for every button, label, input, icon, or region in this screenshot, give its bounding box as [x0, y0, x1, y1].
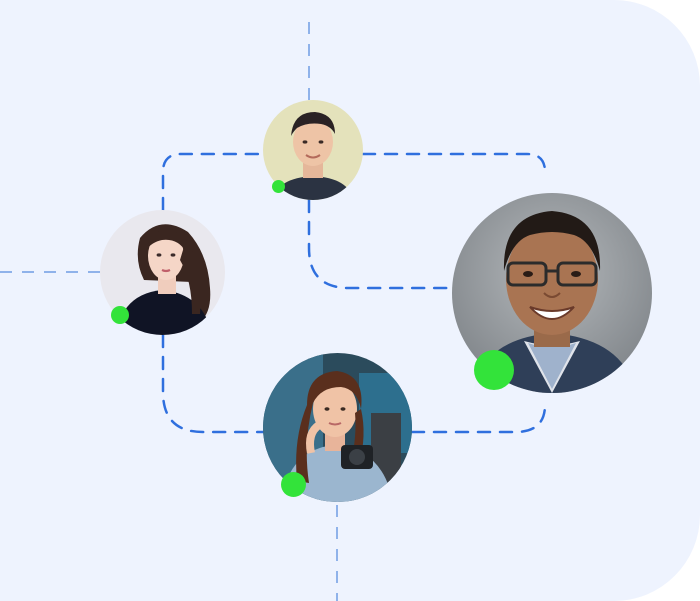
avatar-right[interactable] [452, 193, 652, 393]
path-top-to-right [361, 152, 547, 174]
status-online-dot-top [272, 180, 285, 193]
person-portrait-icon [100, 210, 225, 335]
person-portrait-icon [263, 100, 363, 200]
avatar-left[interactable] [100, 210, 225, 335]
path-bottom-to-right [410, 403, 547, 434]
status-online-dot-bottom [281, 472, 306, 497]
person-portrait-icon [452, 193, 652, 393]
path-top-to-right-inner [307, 198, 454, 290]
path-left-to-bottom [161, 333, 267, 434]
status-online-dot-left [111, 306, 129, 324]
avatar-top[interactable] [263, 100, 363, 200]
status-online-dot-right [474, 350, 514, 390]
path-left-to-top [161, 152, 267, 212]
